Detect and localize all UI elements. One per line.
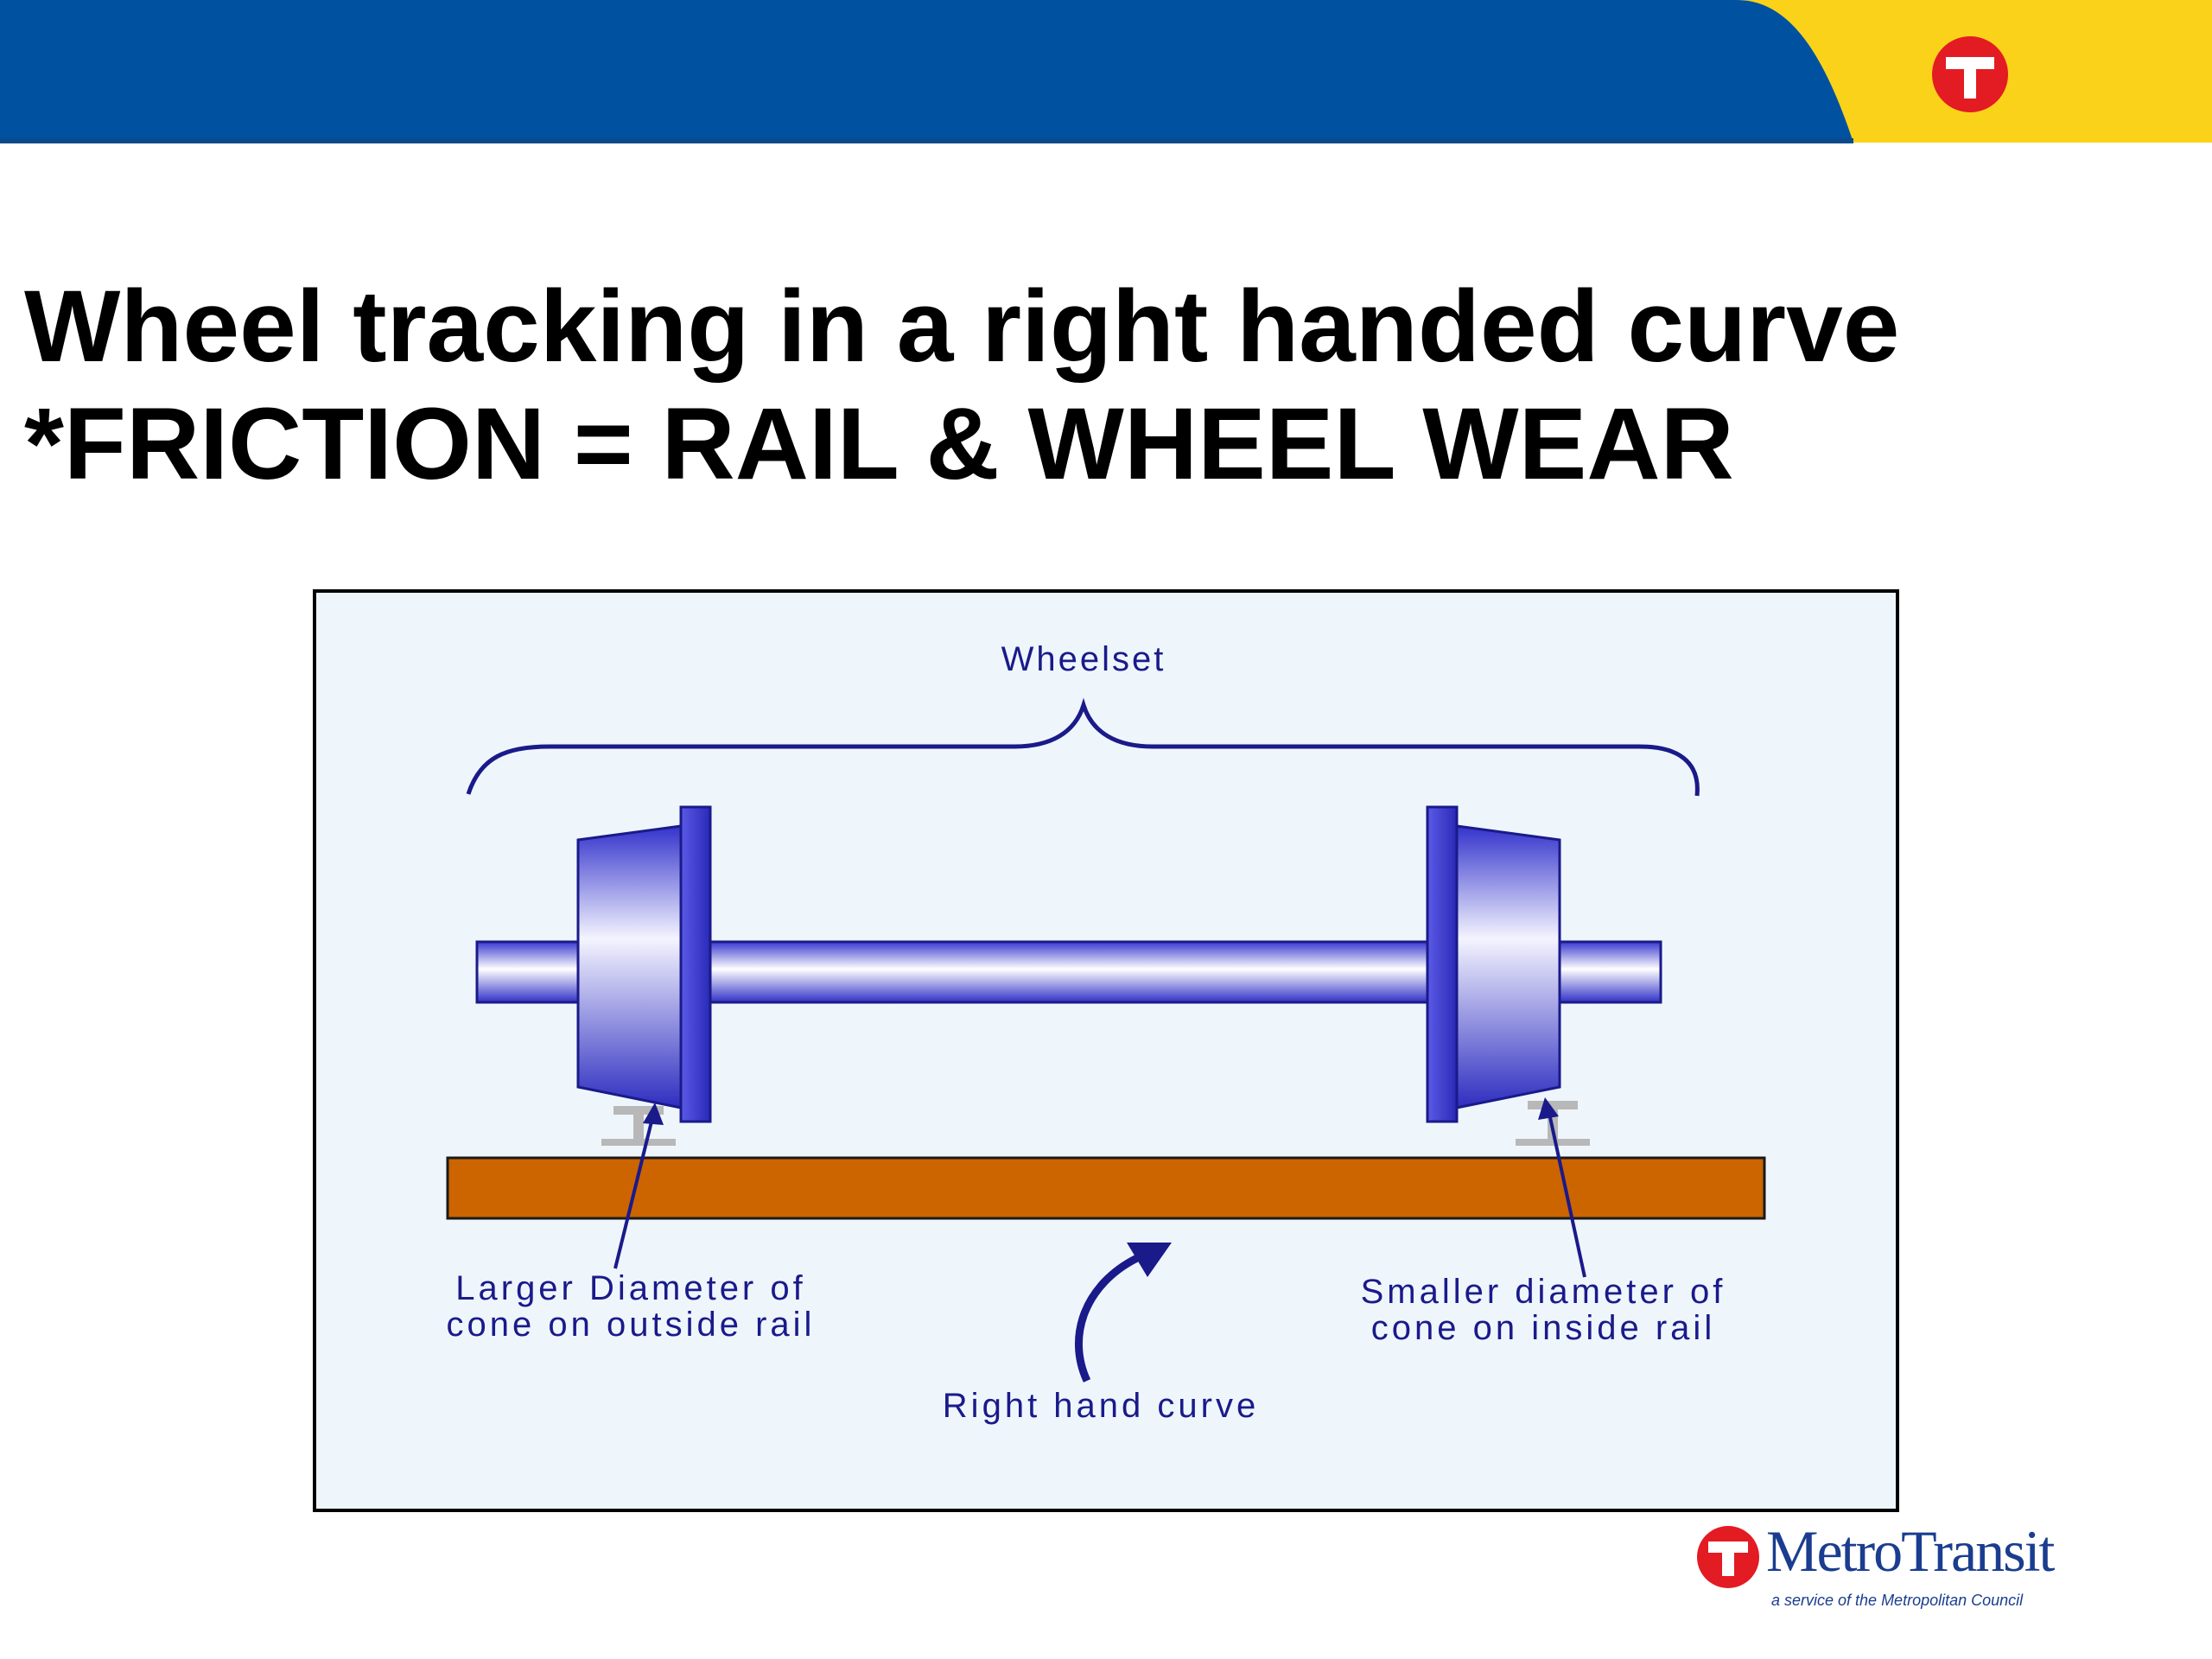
title-line-2: *FRICTION = RAIL & WHEEL WEAR xyxy=(24,387,1734,501)
right-pointer-arrow xyxy=(1538,1097,1586,1278)
header-band xyxy=(0,0,2212,143)
curve-arrow xyxy=(1075,1243,1172,1382)
title-line-1: Wheel tracking in a right handed curve xyxy=(24,270,1900,384)
left-label-line-1: Larger Diameter of xyxy=(455,1269,805,1307)
logo-tagline: a service of the Metropolitan Council xyxy=(1771,1592,2024,1609)
metro-transit-t-icon xyxy=(1932,36,2008,112)
right-wheel xyxy=(1426,805,1561,1123)
left-pointer-arrow xyxy=(613,1103,664,1269)
metro-transit-logo-icon xyxy=(1697,1526,1759,1588)
metro-transit-logo: MetroTransit a service of the Metropolit… xyxy=(1694,1517,2056,1612)
left-label-line-2: cone on outside rail xyxy=(447,1306,816,1344)
wheelset-brace xyxy=(466,697,1700,797)
right-label-line-2: cone on inside rail xyxy=(1371,1309,1715,1347)
left-rail-head xyxy=(601,1106,676,1146)
wheelset-diagram-svg: Wheelset xyxy=(446,640,1766,1425)
slide-title: Wheel tracking in a right handed curve *… xyxy=(24,268,2012,503)
left-wheel xyxy=(576,805,712,1123)
wheelset-diagram: Wheelset xyxy=(313,589,1899,1512)
right-label-line-1: Smaller diameter of xyxy=(1361,1273,1726,1311)
rail-tie xyxy=(446,1156,1766,1220)
logo-name: MetroTransit xyxy=(1766,1518,2055,1584)
curve-label: Right hand curve xyxy=(943,1387,1259,1425)
wheelset-label: Wheelset xyxy=(1001,640,1166,678)
